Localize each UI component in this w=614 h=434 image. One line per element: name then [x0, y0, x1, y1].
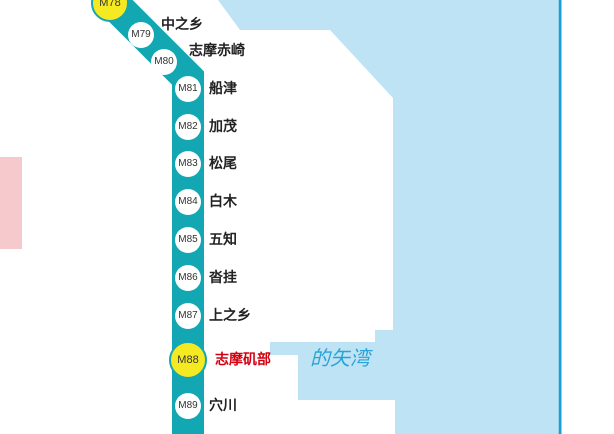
- station-name-m89: 穴川: [209, 398, 237, 414]
- station-name-m79: 中之乡: [161, 17, 203, 33]
- station-code-m85: M85: [175, 227, 201, 253]
- water-body: [218, 0, 562, 434]
- station-code-m79: M79: [128, 22, 154, 48]
- station-code-m80: M80: [151, 49, 177, 75]
- station-code-m84: M84: [175, 189, 201, 215]
- station-name-m81: 船津: [209, 81, 237, 97]
- station-name-m83: 松尾: [209, 156, 237, 172]
- station-code-m81: M81: [175, 76, 201, 102]
- station-name-m82: 加茂: [209, 119, 237, 135]
- bay-label: 的矢湾: [310, 346, 370, 370]
- station-code-m88: M88: [169, 341, 207, 379]
- station-code-m82: M82: [175, 114, 201, 140]
- station-name-m86: 沓挂: [209, 270, 237, 286]
- station-name-m87: 上之乡: [209, 308, 251, 324]
- station-name-m85: 五知: [209, 232, 237, 248]
- station-name-m80: 志摩赤崎: [189, 43, 245, 59]
- station-code-m89: M89: [175, 393, 201, 419]
- side-panel: [0, 157, 22, 249]
- station-code-m83: M83: [175, 151, 201, 177]
- station-name-m88: 志摩矶部: [215, 352, 271, 368]
- station-name-m84: 白木: [209, 194, 237, 210]
- station-code-m86: M86: [175, 265, 201, 291]
- station-code-m87: M87: [175, 303, 201, 329]
